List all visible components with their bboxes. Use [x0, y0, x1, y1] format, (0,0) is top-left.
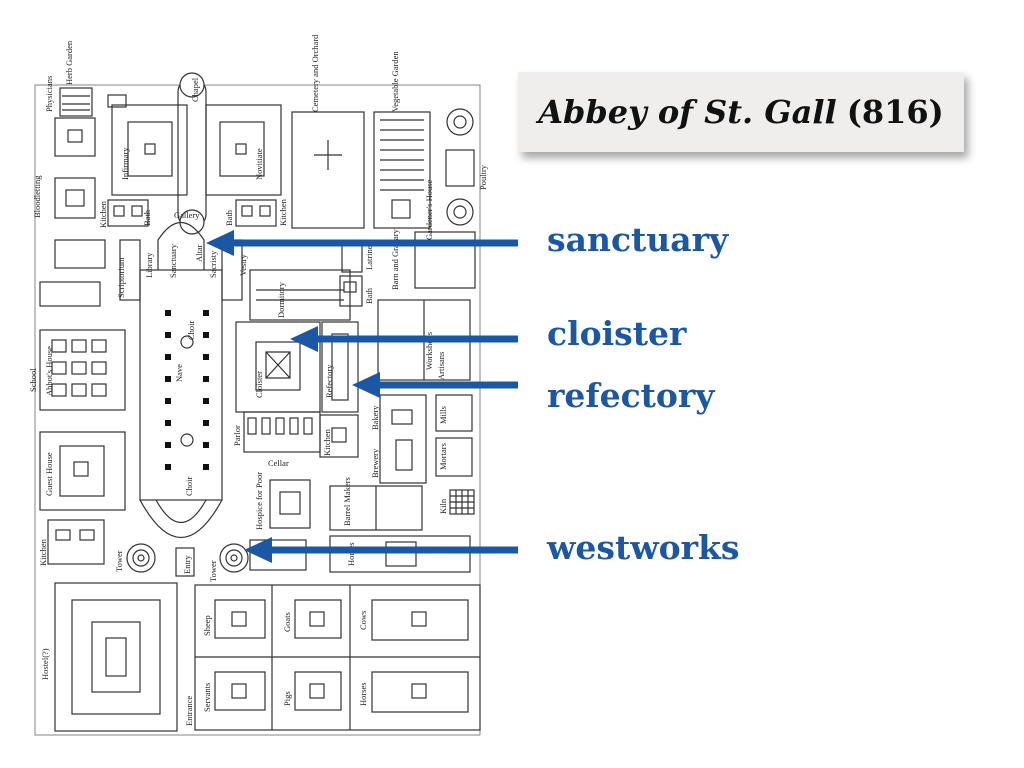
compound-outline	[34, 84, 481, 736]
label-chapel: Chapel	[190, 77, 200, 102]
label-kitchen-refectory: Kitchen	[322, 428, 332, 456]
herb-garden-plot	[59, 87, 93, 117]
infirmary	[111, 104, 188, 196]
novitiate	[205, 104, 282, 196]
abbots-house	[39, 329, 126, 411]
label-kitchen-west: Kitchen	[38, 538, 48, 566]
title-name: Abbey of St. Gall	[538, 93, 837, 131]
label-hospice: Hospice for Poor	[254, 472, 264, 530]
bloodletting-house	[54, 177, 96, 219]
nave-columns	[165, 310, 209, 470]
eastern-apse	[157, 222, 205, 270]
label-horses-stable: Horses	[346, 542, 356, 566]
label-kiln: Kiln	[438, 498, 448, 514]
refectory	[321, 321, 359, 413]
dormitory	[249, 269, 351, 321]
callout-westworks: westworks	[547, 528, 740, 567]
label-cemetery: Cemetery and Orchard	[310, 34, 320, 112]
brewery-bakery	[379, 394, 427, 484]
sanctuary-arrow	[206, 230, 518, 256]
label-nave: Nave	[174, 364, 184, 382]
cemetery	[291, 111, 365, 229]
label-gardeners-house: Gardener's House	[424, 179, 434, 240]
label-tower-right: Tower	[208, 560, 218, 582]
label-sheep: Sheep	[202, 615, 212, 636]
label-poultry: Poultry	[478, 164, 488, 190]
label-dormitory: Dormitory	[276, 281, 286, 318]
label-bath-east: Bath	[224, 209, 234, 226]
label-infirmary: Infirmary	[120, 147, 130, 180]
label-choir-west: Choir	[184, 476, 194, 496]
guest-house	[39, 431, 126, 511]
title-year: (816)	[846, 93, 944, 131]
title-card: Abbey of St. Gall (816)	[518, 72, 964, 152]
label-entry: Entry	[182, 554, 192, 574]
tower-right	[219, 543, 249, 573]
label-bakery: Bakery	[370, 405, 380, 430]
poultry-coop-north	[446, 108, 474, 136]
label-herb-garden: Herb Garden	[64, 40, 74, 85]
label-cows: Cows	[358, 611, 368, 630]
label-kitchen-north: Kitchen	[278, 198, 288, 226]
label-bloodletting: Bloodletting	[32, 175, 42, 218]
kitchen-west	[47, 519, 105, 565]
label-bath-dorm: Bath	[364, 287, 374, 304]
label-hostel: Hostel(?)	[40, 648, 50, 680]
label-latrines: Latrines	[364, 242, 374, 270]
poultry-coop-south	[446, 198, 474, 226]
kitchen-bath-block	[107, 199, 149, 227]
hospice	[269, 479, 311, 529]
church-nave	[139, 269, 223, 501]
label-physicians: Physicians	[44, 76, 54, 112]
horse-stables	[329, 535, 471, 573]
label-mortars: Mortars	[438, 443, 448, 470]
callout-refectory: refectory	[547, 376, 715, 415]
label-workshops: Workshops	[424, 332, 434, 370]
label-brewery: Brewery	[370, 448, 380, 478]
label-cellar: Cellar	[268, 458, 289, 468]
label-gallery: Gallery	[174, 210, 200, 220]
label-cloister: Cloister	[254, 371, 264, 398]
label-scriptorium: Scriptorium	[116, 257, 126, 298]
western-apse	[139, 499, 223, 539]
label-horses-yard: Horses	[358, 682, 368, 706]
label-barrel-makers: Barrel Makers	[342, 477, 352, 526]
label-sanctuary: Sanctuary	[168, 243, 178, 278]
label-choir-east: Choir	[186, 320, 196, 340]
label-goats: Goats	[282, 612, 292, 632]
label-school: School	[28, 368, 38, 392]
label-guest-house: Guest House	[44, 452, 54, 496]
label-artisans: Artisans	[436, 352, 446, 380]
label-altar: Altar	[194, 244, 204, 262]
label-sacristy: Sacristy	[208, 250, 218, 278]
label-vegetable-garden: Vegetable Garden	[390, 51, 400, 112]
label-novitiate: Novitiate	[254, 148, 264, 180]
refectory-arrow	[352, 372, 518, 398]
label-library: Library	[144, 252, 154, 278]
cloister-arrow	[290, 326, 518, 352]
label-entrance: Entrance	[184, 696, 194, 726]
label-barn: Barn and Granary	[390, 228, 400, 290]
tower-left	[126, 543, 156, 573]
callout-sanctuary: sanctuary	[547, 220, 729, 259]
label-mills: Mills	[438, 406, 448, 424]
label-kitchen-nw: Kitchen	[98, 200, 108, 228]
westworks-arrow	[244, 537, 518, 563]
label-abbots-house: Abbot's House	[44, 346, 54, 396]
label-pigs: Pigs	[282, 691, 292, 706]
label-servants: Servants	[202, 683, 212, 712]
label-bath-west: Bath	[142, 209, 152, 226]
label-refectory: Refectory	[324, 364, 334, 398]
label-tower-left: Tower	[114, 550, 124, 572]
callout-cloister: cloister	[547, 314, 687, 353]
vegetable-garden	[373, 111, 431, 229]
hostel	[54, 582, 178, 732]
label-parlor: Parlor	[232, 425, 242, 446]
physicians-house	[54, 117, 96, 157]
label-vestry: Vestry	[238, 254, 248, 276]
